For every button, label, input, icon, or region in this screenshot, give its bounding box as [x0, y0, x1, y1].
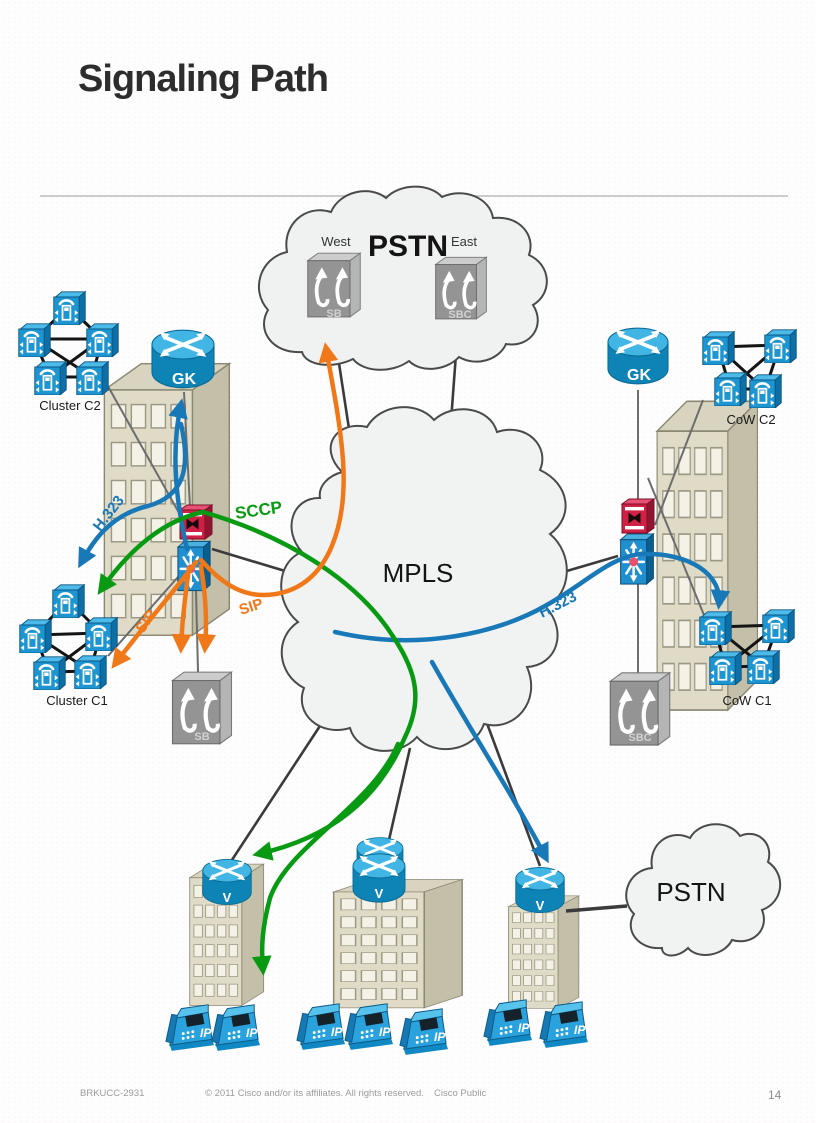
sccp-label: SCCP: [234, 498, 283, 523]
callmanager-icon: [52, 290, 87, 325]
ip-label: IP: [518, 1021, 530, 1035]
signaling-paths: [78, 342, 731, 976]
region-west-label: West: [321, 234, 351, 249]
cluster-c2: Cluster C2: [17, 290, 120, 413]
cow-c2: CoW C2: [701, 328, 798, 427]
sbc-east-label: SBC: [448, 309, 471, 321]
sccp-path-to-cluster: [97, 509, 206, 595]
ip-label: IP: [200, 1026, 212, 1040]
clouds: PSTN West East MPLS PSTN: [258, 185, 782, 957]
gk-left-label: GK: [172, 371, 196, 388]
callmanager-icon: [746, 649, 781, 684]
ip-label: IP: [574, 1023, 586, 1037]
gatekeeper-right: GK: [606, 326, 670, 386]
voice-gateway-bottom-right: V: [514, 865, 566, 915]
h323-path-to-cow-c1: [332, 551, 731, 643]
callmanager-icon: [17, 322, 52, 357]
ip-label: IP: [246, 1026, 258, 1040]
footer-copyright: © 2011 Cisco and/or its affiliates. All …: [205, 1088, 424, 1099]
pstn-top-label: PSTN: [368, 230, 448, 263]
pstn-bottom-label: PSTN: [656, 877, 725, 907]
callmanager-icon: [698, 610, 733, 645]
mpls-cloud: [280, 406, 568, 752]
callmanager-icon: [84, 616, 119, 651]
ip-label: IP: [379, 1025, 391, 1039]
sbc-west-label: SB: [326, 308, 341, 320]
cow-c1-label: CoW C1: [722, 693, 771, 708]
ip-phones: IP IP IP IP IP IP IP: [165, 999, 588, 1056]
cow-c1: CoW C1: [698, 608, 796, 708]
v-label: V: [375, 886, 384, 901]
cluster-c2-label: Cluster C2: [39, 398, 100, 413]
voice-gateway-bottom-middle: V: [351, 836, 407, 904]
h323-path-to-cluster: [78, 421, 188, 569]
sbc-left: SB: [172, 672, 231, 744]
cow-c2-label: CoW C2: [726, 412, 775, 427]
slide-footer: BRKUCC-2931 © 2011 Cisco and/or its affi…: [0, 1084, 816, 1104]
sbc-right: SBC: [610, 673, 670, 745]
pstn-bottom-cloud: [625, 823, 782, 957]
region-east-label: East: [451, 234, 477, 249]
callmanager-icon: [51, 583, 86, 618]
voice-gateway-bottom-left: V: [201, 857, 253, 907]
footer-session-id: BRKUCC-2931: [80, 1088, 145, 1099]
sbc-left-label: SB: [194, 731, 209, 743]
footer-classification: Cisco Public: [434, 1088, 487, 1099]
callmanager-icon: [18, 618, 53, 653]
callmanager-icon: [763, 328, 798, 363]
callmanager-icon: [73, 654, 108, 689]
ip-label: IP: [434, 1030, 446, 1044]
v-label: V: [536, 898, 545, 913]
callmanager-icon: [85, 322, 120, 357]
sbc-right-label: SBC: [628, 732, 651, 744]
sip-label-right: SIP: [237, 595, 265, 619]
sip-path-to-local-sbc-2: [196, 563, 216, 654]
page-title: Signaling Path: [78, 58, 329, 100]
callmanager-icon: [701, 330, 736, 365]
cluster-c1: Cluster C1: [18, 583, 119, 708]
building-bottom-middle: [332, 878, 463, 1009]
cluster-c1-label: Cluster C1: [46, 693, 107, 708]
ip-label: IP: [331, 1025, 343, 1039]
pstn-top-cloud: [258, 185, 548, 371]
sccp-path-to-phones: [251, 741, 401, 976]
callmanager-icon: [748, 373, 783, 408]
callmanager-icon: [32, 655, 67, 690]
wan-switch-icon: [621, 498, 655, 534]
sip-path-to-cluster: [111, 559, 199, 669]
callmanager-icon: [761, 608, 796, 643]
gatekeeper-left: GK: [150, 328, 216, 390]
v-label: V: [223, 890, 232, 905]
h323-path-to-gk: [168, 398, 190, 552]
h323-path-to-gateway: [429, 659, 549, 864]
callmanager-icon: [708, 650, 743, 685]
callmanager-icon: [713, 371, 748, 406]
callmanager-icon: [33, 360, 68, 395]
sbc-east: SBC: [433, 255, 489, 321]
sbc-west: SB: [305, 251, 363, 320]
mpls-label: MPLS: [383, 558, 454, 588]
switch-stack-right: [619, 498, 655, 586]
callmanager-icon: [75, 360, 110, 395]
footer-page-number: 14: [768, 1088, 782, 1102]
gk-right-label: GK: [627, 367, 651, 384]
sccp-path-to-router: [200, 509, 418, 861]
sip-path-to-pstn-sbc: [198, 342, 346, 598]
